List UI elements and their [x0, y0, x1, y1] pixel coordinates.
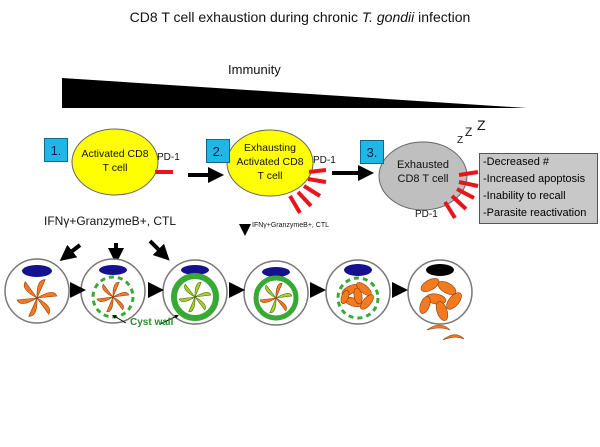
cell-arrows — [188, 165, 374, 183]
summary-item-1: -Decreased # — [483, 156, 550, 168]
diagram-title: CD8 T cell exhaustion during chronic T. … — [0, 9, 600, 25]
summary-item-2: -Increased apoptosis — [483, 173, 586, 185]
pd1-label-2: PD-1 — [313, 155, 336, 166]
exhausting-line-1: Exhausting — [244, 142, 296, 154]
title-suffix: infection — [414, 9, 471, 25]
activated-line-1: Activated CD8 — [81, 148, 149, 160]
parasites-reactivating — [340, 282, 374, 310]
step-2-badge: 2. — [206, 139, 230, 163]
exhausting-line-2: Activated CD8 — [236, 156, 304, 168]
nuclei — [22, 264, 454, 277]
step-1-badge: 1. — [44, 138, 68, 162]
exhausted-line-1: Exhausted — [397, 159, 449, 171]
step-3-badge: 3. — [360, 140, 384, 164]
zzz-1: Z — [457, 135, 464, 146]
exhausting-cell — [226, 129, 314, 197]
pd1-label-3: PD-1 — [415, 209, 438, 220]
exhaustion-summary-box: -Decreased # -Increased apoptosis -Inabi… — [479, 153, 598, 224]
exhausting-line-3: T cell — [257, 170, 283, 182]
cyst-wall-pointers — [112, 314, 179, 325]
effector-function-small-label: IFNγ+GranzymeB+, CTL — [252, 222, 330, 229]
immunity-wedge — [62, 78, 527, 108]
immunity-label: Immunity — [228, 62, 281, 77]
parasite-pinwheel-2 — [96, 281, 130, 313]
parasites-egress — [419, 278, 465, 341]
pd1-receptors — [155, 168, 479, 220]
effector-arrows — [59, 224, 251, 264]
title-italic: T. gondii — [361, 9, 415, 25]
summary-item-4: -Parasite reactivation — [483, 207, 587, 219]
activated-cell-label: Activated CD8 T cell — [72, 147, 158, 175]
zzz-2: Z — [465, 125, 473, 139]
exhausting-cell-label: Exhausting Activated CD8 T cell — [227, 141, 313, 183]
exhausted-line-2: CD8 T cell — [397, 173, 449, 185]
effector-function-label: IFNγ+GranzymeB+, CTL — [44, 214, 177, 228]
parasite-pinwheel-1 — [16, 279, 58, 317]
pd1-label-1: PD-1 — [157, 152, 180, 163]
parasite-pinwheel-4 — [259, 282, 293, 314]
exhausted-cell — [378, 141, 468, 211]
cyst-wall-label: Cyst wall — [130, 317, 174, 328]
summary-item-3: -Inability to recall — [483, 190, 566, 202]
exhausted-cell-label: Exhausted CD8 T cell — [382, 158, 464, 186]
activated-cell — [71, 128, 159, 196]
title-prefix: CD8 T cell exhaustion during chronic — [129, 9, 362, 25]
zzz-3: Z — [477, 117, 486, 133]
activated-line-2: T cell — [102, 162, 128, 174]
parasite-pinwheel-3 — [178, 281, 212, 313]
